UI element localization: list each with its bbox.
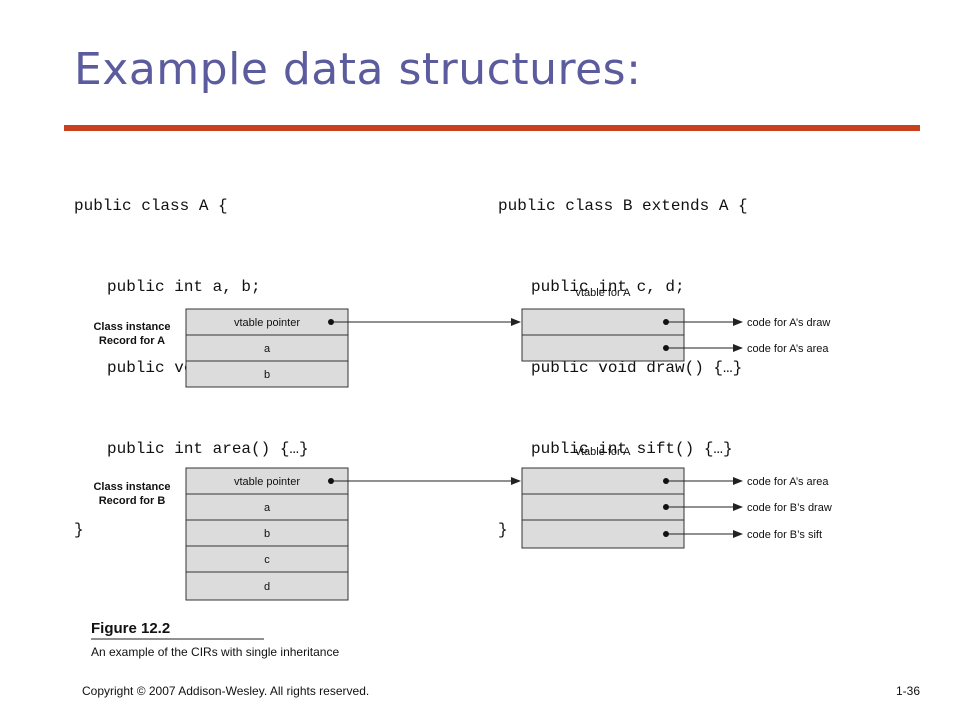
cell-label: b <box>264 369 270 381</box>
class-b-code: public class B extends A { public int c,… <box>498 139 748 571</box>
vtable-b-title: vtable for A <box>575 446 631 458</box>
pointer-dot <box>663 345 669 351</box>
vtable-cell <box>521 467 685 495</box>
code-line: public class A { <box>74 197 228 215</box>
code-target-label: code for A’s draw <box>747 317 830 329</box>
cell-label: c <box>264 554 270 566</box>
slide-title: Example data structures: <box>74 44 642 95</box>
code-line: public int area() {…} <box>107 440 309 458</box>
figure-caption-title: Figure 12.2 <box>91 620 170 637</box>
code-line: public int sift() {…} <box>531 440 733 458</box>
pointer-dot <box>663 319 669 325</box>
cell-label: b <box>264 528 270 540</box>
code-line: public int a, b; <box>107 278 261 296</box>
vtable-a <box>521 308 685 362</box>
pointer-dot <box>663 531 669 537</box>
vtable-cell <box>521 308 685 336</box>
pointer-dot <box>663 478 669 484</box>
record-b-cell <box>185 545 349 573</box>
vtable-a-title: vtable for A <box>575 287 631 299</box>
vtable-b <box>521 467 685 549</box>
cell-label: vtable pointer <box>234 317 300 329</box>
copyright-notice: Copyright © 2007 Addison-Wesley. All rig… <box>82 684 370 698</box>
code-target-label: code for B’s draw <box>747 502 832 514</box>
code-line: public int c, d; <box>531 278 685 296</box>
record-a-label-line2: Record for A <box>99 335 165 347</box>
vtable-cell <box>521 493 685 521</box>
code-line: } <box>498 521 508 539</box>
record-a-label-line1: Class instance <box>93 321 170 333</box>
record-b-label-line1: Class instance <box>93 481 170 493</box>
record-b-label-line2: Record for B <box>99 495 166 507</box>
cell-label: a <box>264 343 271 355</box>
record-b: vtable pointer a b c d <box>185 467 349 601</box>
pointer-dot <box>328 319 334 325</box>
code-target-label: code for A’s area <box>747 343 829 355</box>
record-b-cell <box>185 519 349 547</box>
code-target-label: code for A’s area <box>747 476 829 488</box>
code-line: public class B extends A { <box>498 197 748 215</box>
vtable-cell <box>521 519 685 549</box>
record-a-cell <box>185 360 349 388</box>
pointer-dot <box>663 504 669 510</box>
cell-label: vtable pointer <box>234 476 300 488</box>
slide-number: 1-36 <box>895 684 920 698</box>
cell-label: a <box>264 502 271 514</box>
pointer-dot <box>328 478 334 484</box>
record-b-cell <box>185 467 349 495</box>
figure-caption-text: An example of the CIRs with single inher… <box>91 645 339 659</box>
record-b-cell <box>185 493 349 521</box>
record-a: vtable pointer a b <box>185 308 349 388</box>
record-a-cell <box>185 334 349 362</box>
vtable-cell <box>521 334 685 362</box>
cell-label: d <box>264 581 270 593</box>
code-line: public void draw() {…} <box>531 359 743 377</box>
title-divider <box>64 125 920 131</box>
code-target-label: code for B’s sift <box>747 529 822 541</box>
code-line: } <box>74 521 84 539</box>
record-b-cell <box>185 571 349 601</box>
